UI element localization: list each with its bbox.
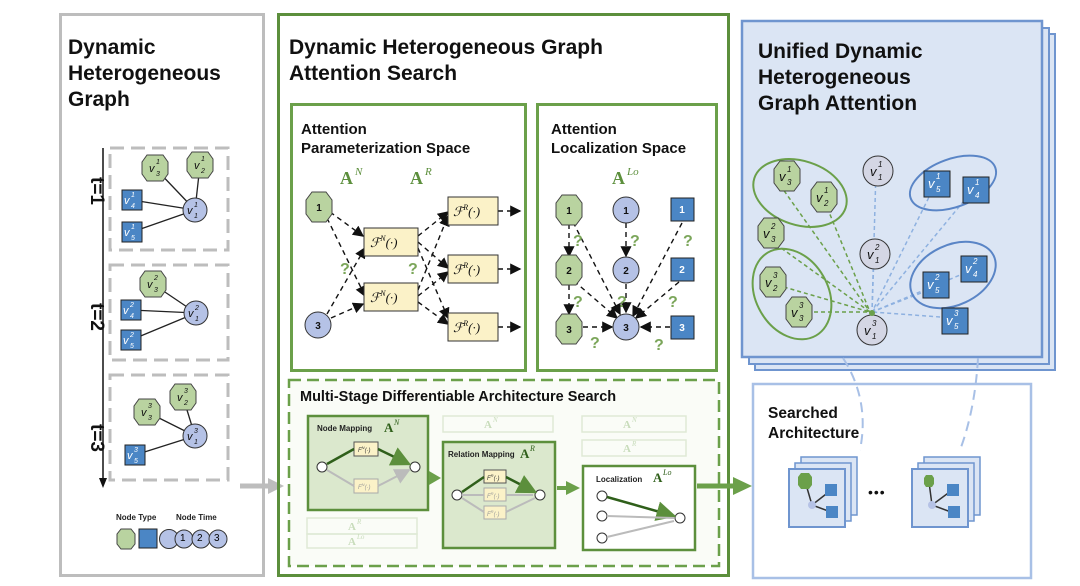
searched-thumb-1 bbox=[788, 456, 858, 528]
loc-circle-3 bbox=[612, 313, 640, 341]
param-node-1 bbox=[305, 191, 333, 223]
localization-space-box bbox=[536, 103, 718, 372]
searched-architecture-title: Searched Architecture bbox=[768, 405, 860, 442]
stage-arrow-1 bbox=[429, 471, 441, 485]
loc-oct-3 bbox=[555, 313, 583, 345]
fr-box-1 bbox=[447, 196, 499, 226]
param-node-3 bbox=[304, 311, 332, 339]
snapshot-box-t3 bbox=[108, 373, 230, 482]
left-panel bbox=[59, 13, 265, 577]
group-ellipse-green-1 bbox=[752, 158, 848, 228]
group-ellipse-green-2 bbox=[751, 247, 833, 341]
time-axis-arrowhead bbox=[99, 478, 107, 488]
localization-space-title: Attention Localization Space bbox=[551, 121, 687, 157]
snapshot-box-t2 bbox=[108, 263, 230, 362]
snapshot-graph-t1 bbox=[121, 151, 214, 243]
searched-ellipsis: ••• bbox=[868, 484, 886, 500]
stage-arrow-2 bbox=[566, 481, 580, 495]
snapshot-box-t1 bbox=[108, 146, 230, 252]
loc-square-3 bbox=[670, 315, 695, 340]
left-panel-title: Dynamic Heterogeneous Graph bbox=[68, 36, 221, 111]
stage2-label: Relation Mapping bbox=[448, 450, 515, 459]
attention-edges bbox=[769, 169, 974, 319]
loc-circle-1 bbox=[612, 196, 640, 224]
unified-nodes bbox=[757, 155, 990, 346]
middle-panel bbox=[277, 13, 730, 577]
parameterization-space-title: Attention Parameterization Space bbox=[301, 121, 471, 157]
fn-box-2 bbox=[363, 282, 419, 312]
stage1-label: Node Mapping bbox=[317, 424, 373, 433]
loc-oct-2 bbox=[555, 254, 583, 286]
snapshot-graph-t2 bbox=[120, 270, 209, 351]
stage3-label: Localization bbox=[596, 475, 643, 484]
right-panel-title: Unified Dynamic Heterogeneous Graph Atte… bbox=[758, 40, 923, 115]
legend-node-time-label: Node Time bbox=[176, 513, 217, 522]
loc-square-1 bbox=[670, 197, 695, 222]
searched-thumb-2 bbox=[911, 456, 981, 528]
fr-box-3 bbox=[447, 312, 499, 342]
group-ellipse-blue-2 bbox=[909, 240, 997, 310]
legend-node-time-shapes bbox=[174, 529, 228, 549]
snapshot-graph-t3 bbox=[124, 383, 208, 466]
loc-edges bbox=[563, 221, 683, 333]
legend-node-type-shapes bbox=[116, 528, 179, 550]
legend-node-type-label: Node Type bbox=[116, 513, 157, 522]
group-ellipse-blue-1 bbox=[908, 154, 998, 212]
loc-square-2 bbox=[670, 257, 695, 282]
param-edges bbox=[326, 205, 522, 333]
middle-panel-title: Dynamic Heterogeneous Graph Attention Se… bbox=[289, 36, 603, 85]
parameterization-space-box bbox=[290, 103, 527, 372]
loc-circle-2 bbox=[612, 256, 640, 284]
multistage-title: Multi-Stage Differentiable Architecture … bbox=[300, 389, 617, 405]
fr-box-2 bbox=[447, 254, 499, 284]
loc-oct-1 bbox=[555, 194, 583, 226]
fn-box-1 bbox=[363, 227, 419, 257]
